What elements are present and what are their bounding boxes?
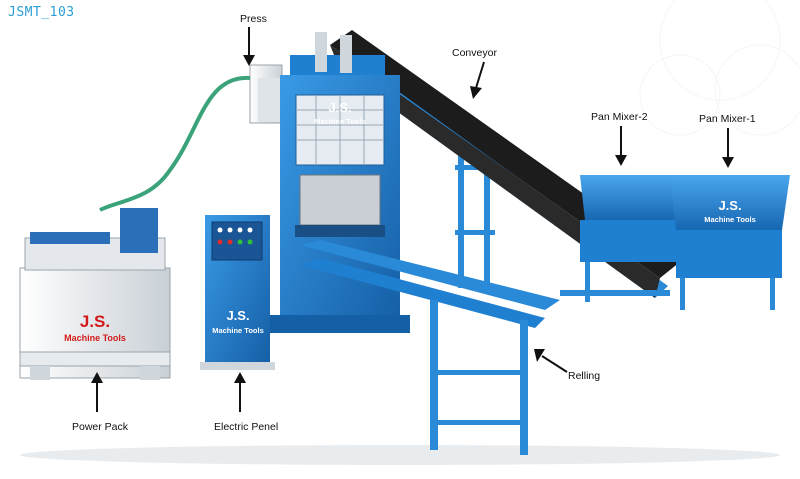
powerpack-brand-name: J.S. — [80, 312, 110, 331]
callout-pan-mixer-1: Pan Mixer-1 — [699, 113, 756, 125]
callout-relling: Relling — [568, 370, 601, 382]
press-machine — [249, 32, 410, 333]
callout-power-pack: Power Pack — [72, 421, 129, 433]
panel-brand-sub: Machine Tools — [212, 326, 264, 335]
callout-conveyor: Conveyor — [452, 47, 497, 59]
mixer-brand-name: J.S. — [718, 198, 741, 213]
press-brand-sub: Machine Tools — [314, 117, 366, 126]
callout-arrows — [91, 27, 734, 412]
relling-track — [300, 240, 670, 455]
callout-pan-mixer-2: Pan Mixer-2 — [591, 111, 648, 123]
power-pack — [19, 208, 171, 380]
hydraulic-hose — [99, 75, 251, 212]
pan-mixer-1 — [670, 175, 790, 310]
panel-brand-name: J.S. — [226, 308, 249, 323]
press-brand-name: J.S. — [328, 100, 351, 115]
image-code: JSMT_103 — [8, 5, 75, 20]
electric-panel — [200, 215, 275, 370]
mixer-brand-sub: Machine Tools — [704, 215, 756, 224]
callout-press: Press — [240, 13, 267, 25]
powerpack-brand-sub: Machine Tools — [64, 333, 126, 343]
callout-electric-panel: Electric Penel — [214, 421, 279, 433]
background-pattern — [639, 0, 800, 136]
